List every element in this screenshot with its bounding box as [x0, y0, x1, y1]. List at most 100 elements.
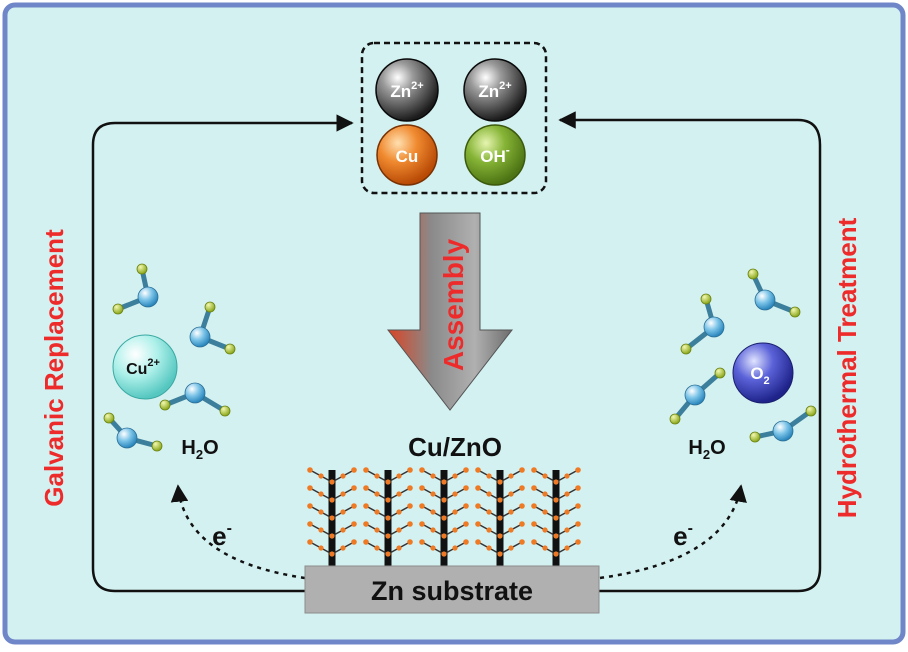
cu-nanoparticle	[318, 527, 324, 533]
substrate-label: Zn substrate	[371, 576, 533, 606]
left-process-label: Galvanic Replacement	[39, 229, 69, 507]
water-molecule	[189, 301, 236, 355]
hydrogen-atom	[669, 413, 681, 425]
cu2-ion-label: Cu	[126, 361, 147, 378]
cu-nanoparticle	[318, 509, 324, 515]
svg-text:H2O: H2O	[688, 437, 725, 462]
cu-nanoparticle	[351, 485, 357, 491]
cu-nanoparticle	[452, 473, 458, 479]
cu-nanoparticle	[407, 521, 413, 527]
electron-left-charge: -	[227, 520, 232, 537]
svg-text:H2O: H2O	[181, 437, 218, 462]
water-molecule	[159, 382, 231, 417]
product-label: Cu/ZnO	[408, 432, 502, 462]
ion-zn-2: Zn2+	[463, 58, 527, 122]
electron-paths	[170, 484, 747, 580]
zn-substrate-block	[304, 565, 600, 614]
cu-nanoparticle	[564, 527, 570, 533]
cu-nanoparticle	[396, 509, 402, 515]
nanorod-array	[307, 467, 581, 566]
cu-nanoparticle	[441, 497, 447, 503]
cu-nanoparticle	[407, 467, 413, 473]
svg-text:OH-: OH-	[480, 143, 510, 166]
cu-nanoparticle	[531, 521, 537, 527]
cu-nanoparticle	[475, 485, 481, 491]
cu-nanoparticle	[363, 539, 369, 545]
cu-nanoparticle	[363, 485, 369, 491]
water-molecule	[112, 263, 159, 315]
cu-nanoparticle	[553, 551, 559, 557]
ion-zn-1: Zn2+	[375, 58, 439, 122]
svg-text:e-: e-	[212, 520, 232, 551]
cu-nanoparticle	[407, 485, 413, 491]
cu-nanoparticle	[307, 467, 313, 473]
zn-ion-2-charge: 2+	[499, 80, 512, 92]
electron-path-left	[170, 484, 306, 580]
water-molecule	[680, 293, 725, 355]
water-molecule	[103, 412, 163, 452]
cu-nanoparticle	[564, 509, 570, 515]
cu-nanoparticle	[575, 521, 581, 527]
oxygen-atom	[189, 326, 211, 348]
cu-nanoparticle	[542, 527, 548, 533]
cu-nanoparticle	[363, 503, 369, 509]
cu-nanoparticle	[508, 491, 514, 497]
oxygen-atom	[684, 384, 706, 406]
cu-nanoparticle	[497, 551, 503, 557]
h2o-left-label: H	[181, 437, 195, 459]
h2o-right-tail: O	[710, 437, 726, 459]
h2o-right-label: H	[688, 437, 702, 459]
cu-nanoparticle	[307, 539, 313, 545]
cu-nanoparticle	[497, 479, 503, 485]
cu-nanoparticle	[497, 497, 503, 503]
cu-nanoparticle	[508, 509, 514, 515]
ion-cu: Cu	[376, 124, 438, 186]
cu2-ion-sphere	[112, 334, 178, 400]
cu-nanoparticle	[463, 503, 469, 509]
water-molecules	[103, 263, 817, 452]
cu-nanoparticle	[452, 491, 458, 497]
cu-nanoparticle	[318, 473, 324, 479]
cu-nanoparticle	[463, 521, 469, 527]
cu-nanoparticle	[553, 533, 559, 539]
right-process-label: Hydrothermal Treatment	[832, 217, 862, 518]
cu-nanoparticle	[340, 473, 346, 479]
cu-nanoparticle	[419, 485, 425, 491]
cu-nanoparticle	[452, 545, 458, 551]
oh-ion-sphere	[464, 124, 526, 186]
oh-ion-label: OH	[480, 147, 506, 166]
cu-nanoparticle	[407, 539, 413, 545]
cu-nanoparticle	[542, 491, 548, 497]
cu-nanoparticle	[575, 467, 581, 473]
cu-nanoparticle	[441, 533, 447, 539]
cu-nanoparticle	[575, 539, 581, 545]
cu-nanoparticle	[385, 533, 391, 539]
cu-nanoparticle	[475, 503, 481, 509]
cu-nanoparticle	[486, 491, 492, 497]
cu-nanoparticle	[553, 479, 559, 485]
cu-nanoparticle	[430, 509, 436, 515]
cu-nanoparticle	[374, 509, 380, 515]
cu-nanoparticle	[463, 467, 469, 473]
cu-nanoparticle	[329, 479, 335, 485]
h2o-right-subscript: 2	[703, 447, 710, 462]
o2-sphere	[732, 342, 794, 404]
cu-nanoparticle	[419, 467, 425, 473]
cu-nanoparticle	[430, 491, 436, 497]
cu-nanoparticle	[564, 491, 570, 497]
cu-nanoparticle	[396, 491, 402, 497]
cu-nanoparticle	[329, 497, 335, 503]
assembly-label: Assembly	[438, 238, 469, 371]
hydrogen-atom	[805, 405, 817, 417]
oh-ion-charge: -	[506, 143, 510, 157]
cu-nanoparticle	[475, 539, 481, 545]
cu-nanoparticle	[441, 515, 447, 521]
zn-ion-sphere	[375, 58, 439, 122]
cu-nanoparticle	[329, 515, 335, 521]
cu2-ion: Cu2+	[112, 334, 178, 400]
cu-nanoparticle	[385, 551, 391, 557]
zn-ion-2-label: Zn	[478, 82, 499, 101]
cu-nanoparticle	[497, 533, 503, 539]
svg-text:O2: O2	[750, 364, 769, 387]
